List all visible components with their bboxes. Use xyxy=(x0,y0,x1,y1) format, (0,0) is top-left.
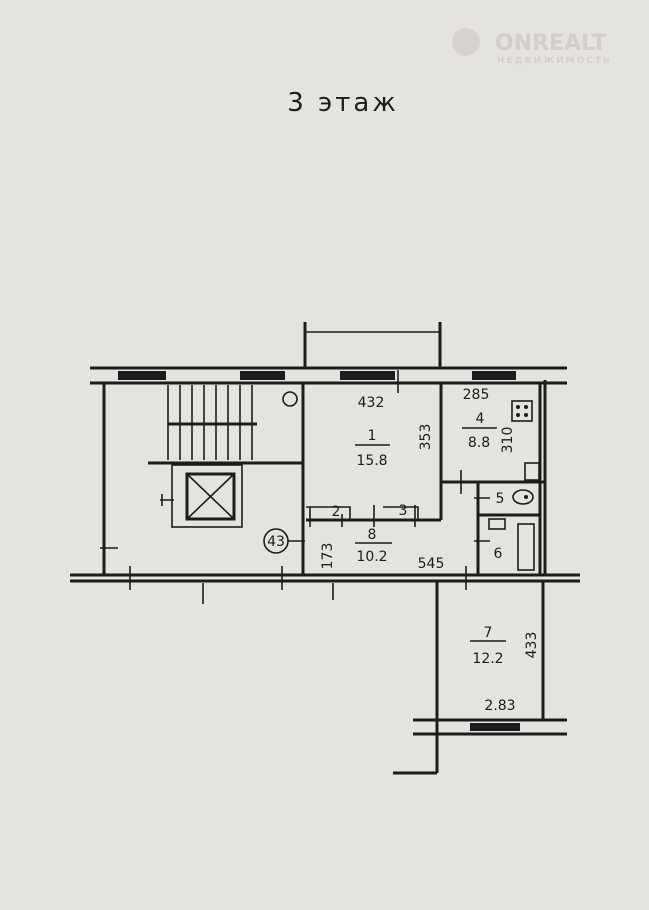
window xyxy=(340,371,395,380)
room2-number: 2 xyxy=(332,504,341,520)
room1-area: 15.8 xyxy=(356,453,387,469)
room8-area: 10.2 xyxy=(356,549,387,565)
room7-width: 2.83 xyxy=(484,698,515,714)
room1-width: 432 xyxy=(358,395,385,411)
room4-number: 4 xyxy=(476,411,485,427)
window xyxy=(470,723,520,731)
room4-width: 285 xyxy=(463,387,490,403)
toilet-icon xyxy=(512,489,534,505)
stove-icon xyxy=(511,400,533,422)
room8-number: 8 xyxy=(368,527,377,543)
sink-icon xyxy=(524,462,540,481)
room8-depth: 173 xyxy=(320,543,336,570)
bathtub-icon xyxy=(517,523,535,571)
room1-number: 1 xyxy=(368,428,377,444)
svg-text:НЕДВИЖИМОСТЬ: НЕДВИЖИМОСТЬ xyxy=(497,56,612,66)
window xyxy=(118,371,166,380)
window xyxy=(240,371,285,380)
staircase xyxy=(148,385,303,465)
riser-icon xyxy=(282,391,298,407)
room6-number: 6 xyxy=(494,546,503,562)
svg-text:ONREALT: ONREALT xyxy=(495,31,607,56)
room4-depth: 310 xyxy=(500,427,516,454)
room5-number: 5 xyxy=(496,491,505,507)
room8-width: 545 xyxy=(418,556,445,572)
apartment-number-badge: 43 xyxy=(263,528,289,554)
window xyxy=(472,371,516,380)
floor-title: 3 этаж xyxy=(287,88,399,118)
watermark-logo: ONREALT НЕДВИЖИМОСТЬ xyxy=(452,28,612,66)
washbasin-icon xyxy=(488,518,506,530)
room7-area: 12.2 xyxy=(472,651,503,667)
elevator xyxy=(171,464,243,528)
room3-number: 3 xyxy=(399,503,408,519)
walls xyxy=(70,322,580,775)
room7-depth: 433 xyxy=(524,632,540,659)
room1-depth: 353 xyxy=(418,424,434,451)
room4-area: 8.8 xyxy=(468,435,490,451)
room7-number: 7 xyxy=(484,625,493,641)
svg-text:43: 43 xyxy=(267,534,285,550)
